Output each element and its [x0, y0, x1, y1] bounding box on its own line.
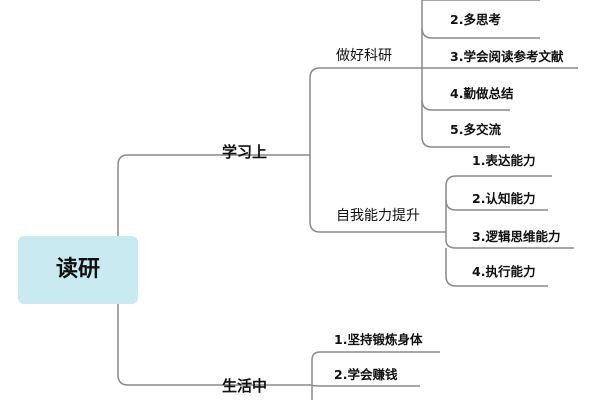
self-item[interactable]: 4.执行能力 [472, 264, 536, 279]
branch-research[interactable]: 做好科研 [336, 48, 392, 64]
branch-self[interactable]: 自我能力提升 [336, 208, 420, 224]
edge-study-to-self [309, 155, 332, 233]
life-item[interactable]: 2.学会赚钱 [334, 367, 398, 382]
edge-self-item-4 [445, 248, 548, 287]
edge-research-trunk [402, 0, 423, 69]
self-item[interactable]: 2.认知能力 [472, 191, 536, 206]
edge-root-to-study [117, 154, 198, 271]
edge-self-item-2 [445, 199, 548, 211]
root-label: 读研 [55, 257, 100, 282]
self-item[interactable]: 3.逻辑思维能力 [472, 229, 561, 244]
edge-study-to-research [290, 67, 332, 156]
edge-self-item-3 [445, 232, 574, 249]
research-item[interactable]: 3.学会阅读参考文献 [450, 49, 564, 64]
research-item[interactable]: 2.多思考 [450, 12, 501, 27]
edge-life-item-2 [311, 384, 420, 387]
life-item[interactable]: 1.坚持锻炼身体 [334, 332, 423, 347]
edge-self-item-1 [445, 175, 552, 232]
research-item[interactable]: 4.勤做总结 [450, 86, 514, 101]
branch-study[interactable]: 学习上 [222, 143, 268, 161]
edge-life-trunk [290, 351, 440, 386]
edge-root-to-life [117, 270, 198, 386]
edge-research-item-2 [421, 27, 540, 39]
self-item[interactable]: 1.表达能力 [472, 153, 536, 168]
branch-life[interactable]: 生活中 [222, 377, 268, 395]
research-item[interactable]: 5.多交流 [450, 122, 501, 137]
root-node[interactable]: 读研 [18, 236, 138, 304]
edge-research-item-5 [421, 100, 510, 148]
